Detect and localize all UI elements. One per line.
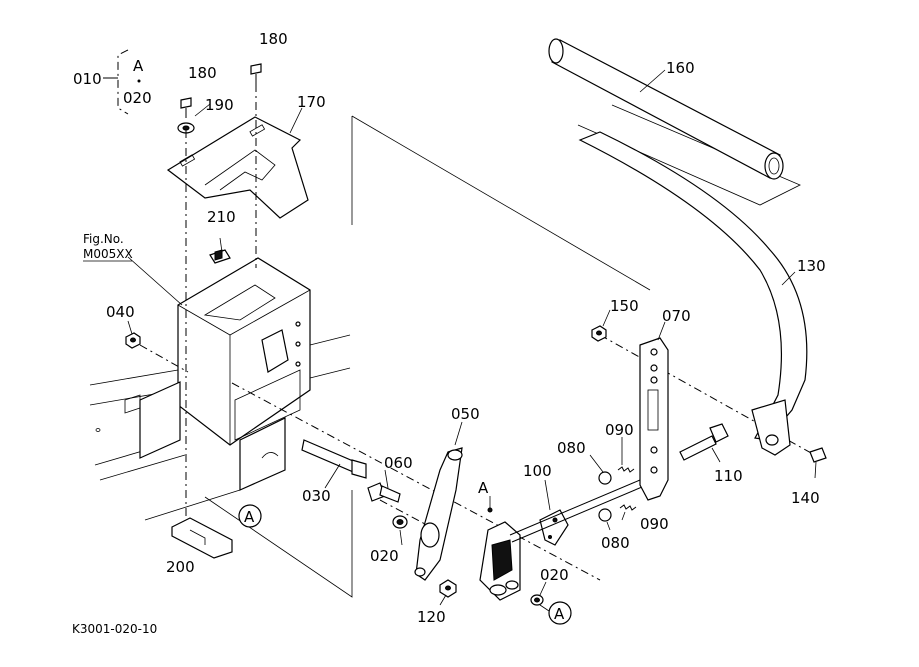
- group-bracket: 010 A 020: [73, 49, 152, 115]
- nut-020-right: [530, 594, 544, 606]
- callout-a-left: A: [238, 504, 262, 528]
- label-140: 140: [791, 489, 820, 507]
- label-190: 190: [205, 96, 234, 114]
- pivot-letter-a: A: [478, 479, 489, 497]
- ball-080-upper: [598, 471, 612, 485]
- label-130: 130: [797, 257, 826, 275]
- callout-a-left-letter: A: [244, 508, 255, 526]
- bolt-180-right: [250, 63, 262, 84]
- nut-040: [125, 332, 141, 349]
- label-020-left: 020: [370, 547, 399, 565]
- lever-070: [639, 337, 669, 501]
- callout-a-right: A: [539, 601, 572, 625]
- chassis-lines: [89, 334, 351, 521]
- callout-a-right-letter: A: [554, 605, 565, 623]
- label-200: 200: [166, 558, 195, 576]
- spring-090-upper: [617, 466, 635, 473]
- label-100: 100: [523, 462, 552, 480]
- plate-100: [539, 509, 569, 546]
- label-050: 050: [451, 405, 480, 423]
- drawing-code: K3001-020-10: [72, 622, 157, 636]
- fig-label: Fig.No.: [83, 232, 124, 246]
- nut-020-left: [392, 515, 408, 529]
- fig-reference: Fig.No. M005XX: [83, 232, 133, 262]
- label-160: 160: [666, 59, 695, 77]
- label-030: 030: [302, 487, 331, 505]
- bolt-060: [367, 482, 401, 503]
- label-090-upper: 090: [605, 421, 634, 439]
- label-090-lower: 090: [640, 515, 669, 533]
- arm-050: [414, 447, 463, 581]
- label-180-left: 180: [188, 64, 217, 82]
- label-110: 110: [714, 467, 743, 485]
- housing-box: [177, 257, 311, 491]
- label-080-lower: 080: [601, 534, 630, 552]
- label-150: 150: [610, 297, 639, 315]
- label-020-right: 020: [540, 566, 569, 584]
- grip-160: [548, 38, 784, 180]
- label-180-right: 180: [259, 30, 288, 48]
- rod-main: [509, 479, 643, 543]
- label-170: 170: [297, 93, 326, 111]
- group-first-code: 010: [73, 70, 102, 88]
- bolt-180-left: [180, 97, 192, 118]
- leader-lines: [127, 69, 817, 606]
- nut-120: [439, 579, 457, 598]
- bolt-140: [809, 447, 827, 463]
- group-second-code: 020: [123, 89, 152, 107]
- label-210: 210: [207, 208, 236, 226]
- plate-170: [166, 116, 309, 219]
- part-labels: 180 180 190 170 210 040 030 060 020 050 …: [106, 30, 826, 626]
- spring-090-lower: [619, 504, 637, 511]
- label-040: 040: [106, 303, 135, 321]
- fig-number: M005XX: [83, 247, 133, 261]
- group-view-letter: A: [133, 57, 144, 75]
- ball-080-lower: [598, 508, 612, 522]
- pivot-block-a: [479, 507, 521, 601]
- label-080-upper: 080: [557, 439, 586, 457]
- frame-lines: [204, 104, 801, 598]
- label-120: 120: [417, 608, 446, 626]
- handle-130: [578, 131, 808, 456]
- bolt-110: [679, 423, 729, 461]
- label-060: 060: [384, 454, 413, 472]
- label-070: 070: [662, 307, 691, 325]
- shaft-030: [301, 439, 367, 479]
- bracket-200: [171, 517, 233, 559]
- nut-150: [591, 325, 607, 342]
- clip-210: [209, 249, 231, 264]
